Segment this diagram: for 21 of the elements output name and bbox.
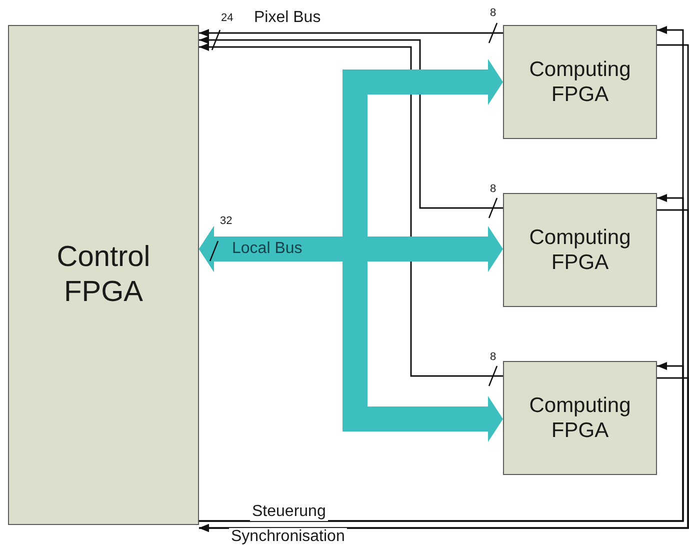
fpga-block (8, 25, 199, 525)
fpga-block (503, 25, 657, 139)
bus-width-label: 8 (490, 352, 496, 363)
block-label: Computing FPGA (528, 224, 632, 276)
bus-width-label: 32 (220, 216, 232, 227)
fpga-block (503, 361, 657, 475)
signal-arrow (199, 377, 689, 532)
block-label: Computing FPGA (528, 56, 632, 108)
signal-arrow (199, 36, 503, 209)
bus-width-label: 8 (490, 8, 496, 19)
block-label: Computing FPGA (528, 392, 632, 444)
bus-arrow (199, 226, 503, 442)
bus-width-label: 8 (490, 184, 496, 195)
fpga-block (503, 193, 657, 307)
edge-label: Synchronisation (229, 528, 347, 545)
signal-arrow (199, 362, 684, 522)
block-label: Control FPGA (56, 240, 152, 310)
edge-label: Steuerung (250, 503, 328, 521)
bus-width-label: 24 (221, 13, 234, 24)
signal-arrow (199, 43, 503, 377)
signal-arrow (199, 29, 503, 37)
